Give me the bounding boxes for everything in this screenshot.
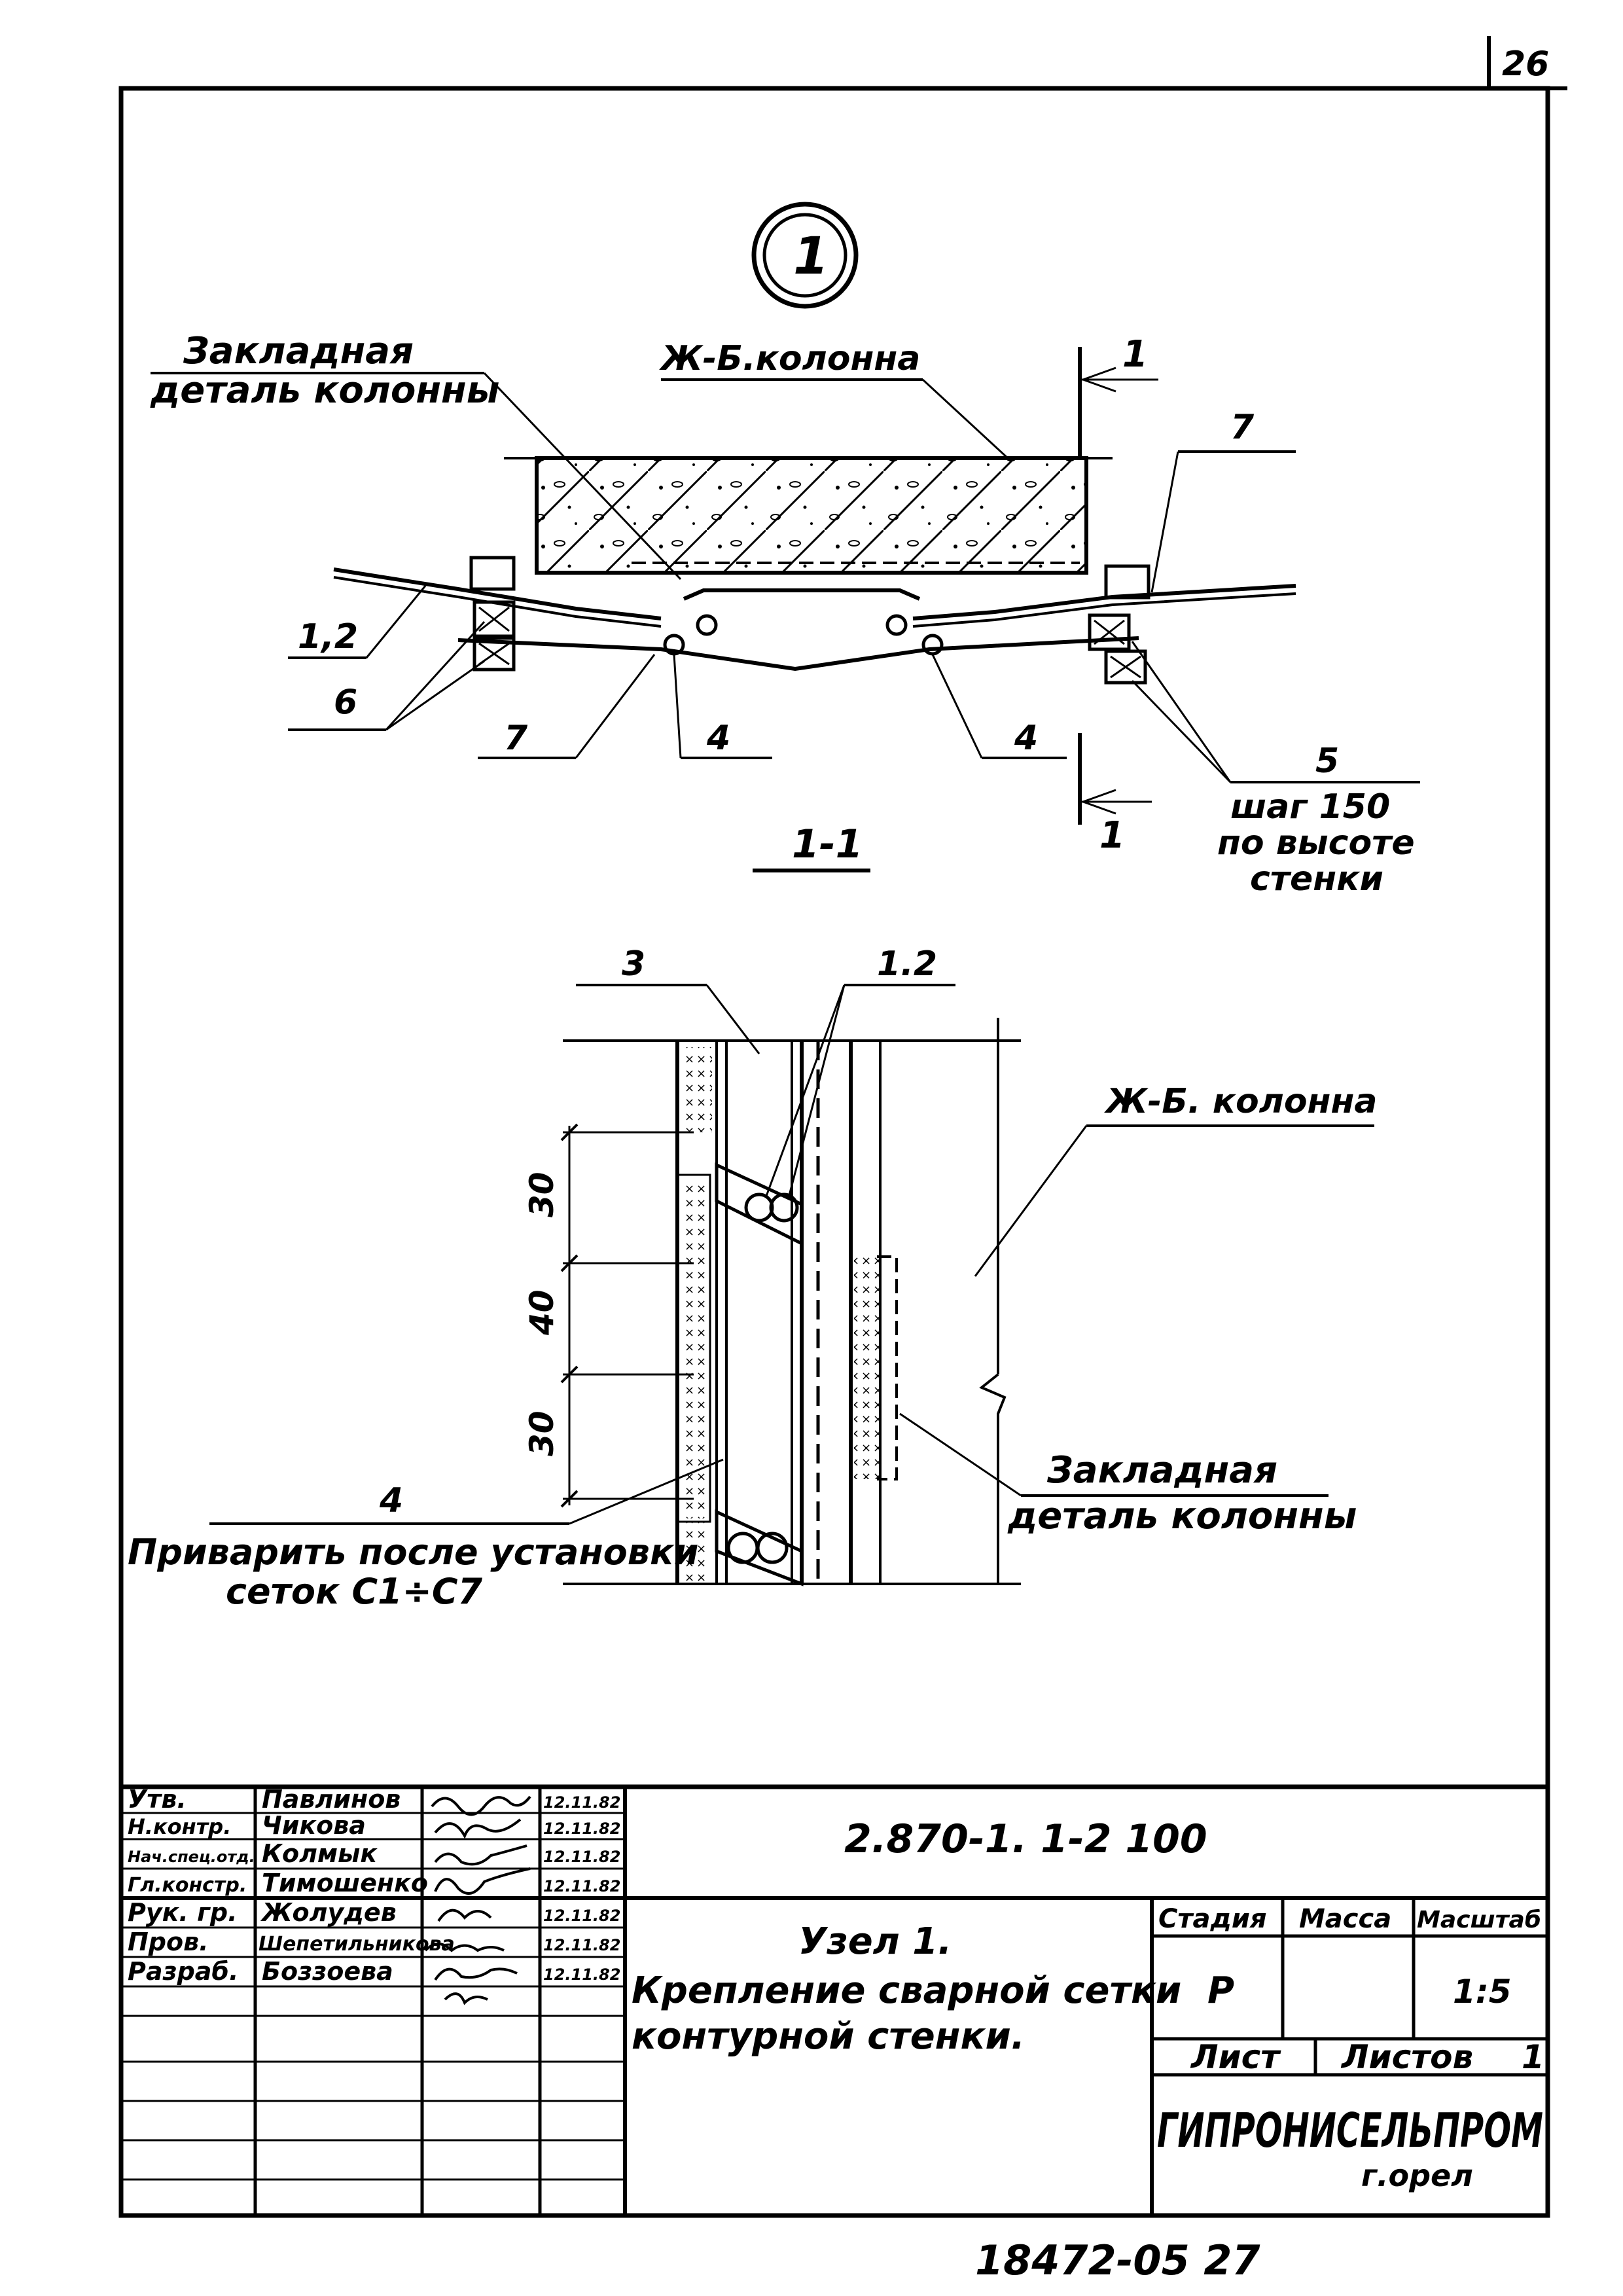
note-5-line-1: шаг 150 <box>1230 787 1390 827</box>
callout-4-left: 4 <box>706 719 730 758</box>
section-mark-top: 1 <box>1122 333 1148 376</box>
title-line-3: контурной стенки. <box>632 2015 1025 2058</box>
sheet-frame <box>118 36 1567 2218</box>
title-line-2: Крепление сварной сетки <box>632 1969 1181 2012</box>
embedded-part-label-1: Закладная <box>183 330 414 372</box>
name-6: Шепетильникова <box>259 1933 455 1956</box>
role-5: Рук. гр. <box>128 1898 238 1927</box>
name-2: Чикова <box>262 1811 366 1840</box>
callout-6: 6 <box>334 683 357 722</box>
approval-table: Утв. Павлинов 12.11.82 Н.контр. Чикова 1… <box>128 1785 620 1986</box>
node-marker-label: 1 <box>793 227 829 286</box>
note-4-line-1: Приварить после установки <box>128 1532 698 1573</box>
header-scale: Масштаб <box>1417 1907 1541 1933</box>
date-4: 12.11.82 <box>543 1877 620 1895</box>
note-5-line-2: по высоте <box>1217 823 1415 863</box>
callout-5: 5 <box>1315 742 1339 781</box>
sheets-count: 1 <box>1522 2038 1544 2076</box>
header-mass: Масса <box>1299 1904 1391 1934</box>
date-6: 12.11.82 <box>543 1936 620 1954</box>
organization-city: г.орел <box>1361 2158 1473 2193</box>
role-6: Пров. <box>128 1928 209 1956</box>
callout-1-2-plan: 1,2 <box>298 617 358 656</box>
scale-value: 1:5 <box>1453 1973 1512 2011</box>
embedded-part-section-2: деталь колонны <box>1007 1495 1357 1537</box>
section-mark-bottom: 1 <box>1099 814 1125 857</box>
name-1: Павлинов <box>262 1785 401 1814</box>
archive-number: 18472-05 27 <box>975 2236 1260 2284</box>
role-7: Разраб. <box>128 1957 238 1986</box>
callout-1-2-section: 1.2 <box>877 944 937 984</box>
dimension-top: 30 <box>523 1172 561 1217</box>
name-7: Боззоева <box>262 1957 393 1986</box>
rc-column-label-section: Ж-Б. колонна <box>1104 1082 1378 1121</box>
role-2: Н.контр. <box>128 1814 231 1839</box>
section-title: 1-1 <box>792 821 863 867</box>
note-4-line-2: сеток С1÷С7 <box>226 1571 483 1612</box>
callout-4-section: 4 <box>379 1481 403 1520</box>
plan-view: Закладная деталь колонны Ж-Б.колонна 1 1… <box>150 330 1420 899</box>
callout-4-right: 4 <box>1014 719 1038 758</box>
callout-3: 3 <box>622 944 645 984</box>
name-3: Колмык <box>262 1839 378 1868</box>
stage-value: Р <box>1207 1969 1234 2012</box>
document-code: 2.870-1. 1-2 100 <box>844 1816 1207 1862</box>
date-5: 12.11.82 <box>543 1907 620 1925</box>
embedded-part-section-1: Закладная <box>1046 1449 1277 1492</box>
rc-column-plan <box>535 456 1088 575</box>
organization-name: ГИПРОНИСЕЛЬПРОМ <box>1157 2103 1543 2158</box>
sheets-label: Листов <box>1340 2038 1473 2076</box>
name-5: Жолудев <box>260 1898 397 1927</box>
dimension-mid: 40 <box>523 1289 561 1336</box>
dimension-bottom: 30 <box>523 1410 561 1456</box>
callout-7-right: 7 <box>1230 408 1255 447</box>
role-1: Утв. <box>128 1785 187 1814</box>
callout-7-left: 7 <box>504 719 528 758</box>
date-3: 12.11.82 <box>543 1848 620 1866</box>
title-line-1: Узел 1. <box>798 1920 952 1963</box>
title-block <box>121 1784 1548 2215</box>
header-stage: Стадия <box>1158 1904 1267 1934</box>
date-1: 12.11.82 <box>543 1793 620 1812</box>
section-view: 1-1 <box>128 821 1378 1612</box>
note-5-line-3: стенки <box>1250 859 1383 899</box>
role-3: Нач.спец.отд. <box>128 1848 255 1866</box>
embedded-part-label-2: деталь колонны <box>150 369 499 412</box>
date-2: 12.11.82 <box>543 1820 620 1838</box>
role-4: Гл.констр. <box>128 1874 247 1897</box>
name-4: Тимошенко <box>262 1869 428 1897</box>
signatures <box>424 1795 531 2005</box>
date-7: 12.11.82 <box>543 1965 620 1984</box>
node-marker: 1 <box>751 202 859 309</box>
rc-column-label-plan: Ж-Б.колонна <box>659 339 920 378</box>
sheet-label: Лист <box>1190 2038 1281 2076</box>
sheet-number: 26 <box>1502 45 1549 84</box>
